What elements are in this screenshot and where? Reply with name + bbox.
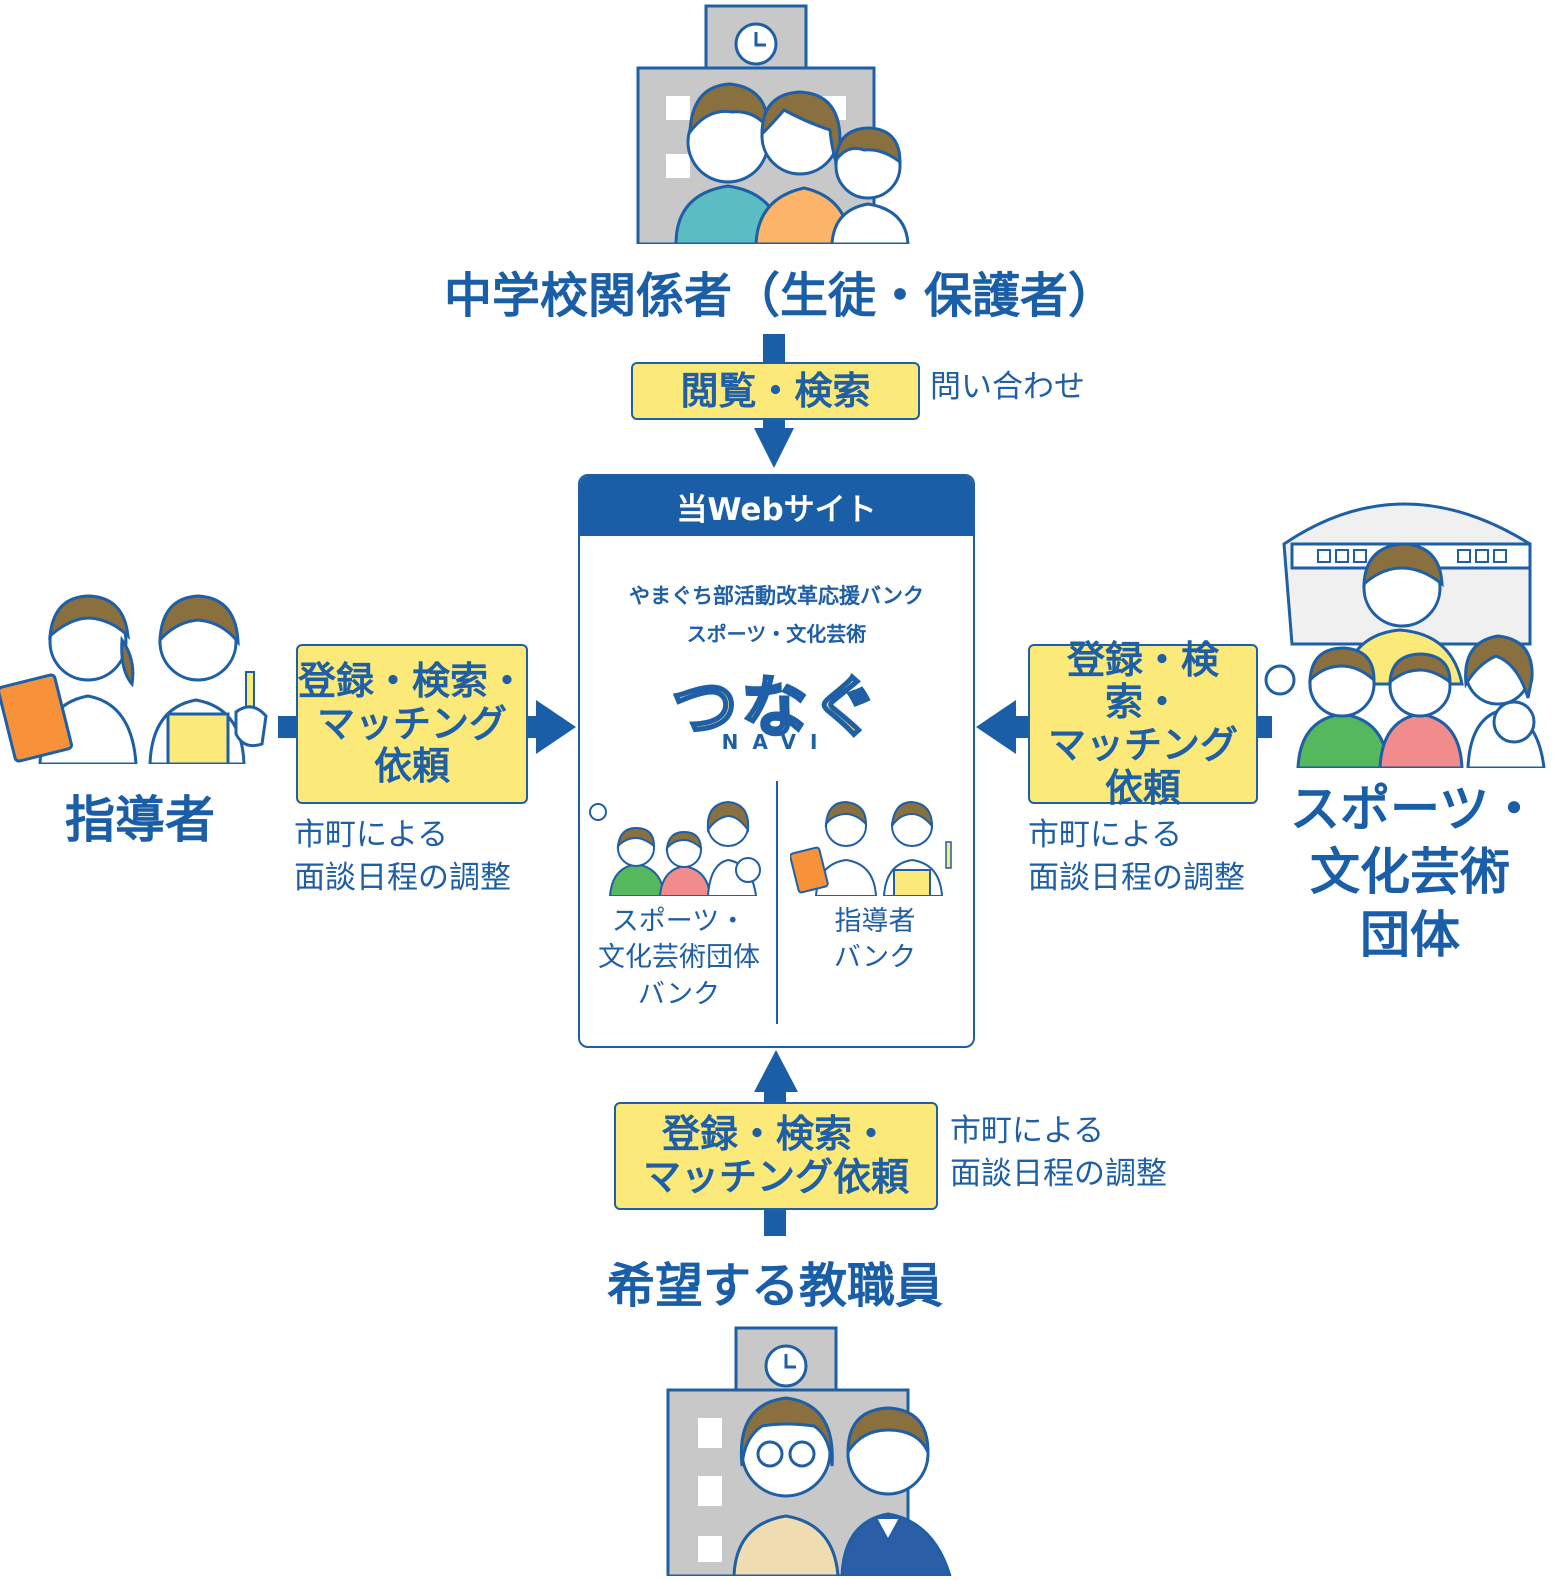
top-note-line: 問い合わせ: [930, 369, 1085, 405]
website-panel: 当Webサイト やまぐち部活動改革応援バンク スポーツ・文化芸術 つなぐ NAV…: [578, 474, 975, 1048]
left-action-box: 登録・検索・ マッチング 依頼: [296, 644, 528, 804]
school-teachers-illustration: [666, 1326, 952, 1576]
logo-line-2: スポーツ・文化芸術: [686, 622, 867, 646]
sports-group-bank-label: スポーツ・ 文化芸術団体 バンク: [584, 904, 774, 1013]
right-role-label: スポーツ・ 文化芸術 団体: [1290, 778, 1539, 967]
bottom-action-box: 登録・検索・ マッチング依頼: [614, 1102, 938, 1210]
sports-group-illustration: [1264, 502, 1546, 768]
instructor-bank-icon: [790, 800, 952, 896]
instructor-bank-label-line: バンク: [833, 942, 917, 974]
bottom-action-box-line: マッチング依頼: [642, 1155, 909, 1199]
left-note-line: 面談日程の調整: [294, 860, 511, 897]
top-action-box: 閲覧・検索: [631, 362, 920, 420]
right-action-box-line: 依頼: [1104, 765, 1181, 810]
sports-group-bank-icon: [589, 800, 761, 896]
right-role-label-line: 団体: [1360, 906, 1460, 964]
left-note-line: 市町による: [294, 817, 449, 853]
left-note: 市町による 面談日程の調整: [294, 814, 511, 901]
logo-sub: NAVI: [721, 730, 832, 754]
website-header: 当Webサイト: [580, 476, 973, 536]
bottom-action-box-line: 登録・検索・: [661, 1112, 890, 1157]
instructor-bank-label-line: 指導者: [834, 906, 916, 937]
right-note: 市町による 面談日程の調整: [1028, 814, 1245, 901]
top-action-box-line: 閲覧・検索: [680, 368, 871, 413]
logo-line-1: やまぐち部活動改革応援バンク: [628, 584, 925, 608]
right-action-box: 登録・検索・ マッチング 依頼: [1028, 639, 1258, 809]
bottom-role-label: 希望する教職員: [606, 1258, 943, 1314]
left-action-box-line: マッチング: [316, 701, 507, 746]
sports-group-bank-label-line: 文化芸術団体: [598, 942, 760, 974]
right-role-label-line: 文化芸術: [1310, 843, 1510, 901]
top-role-label: 中学校関係者（生徒・保護者）: [443, 268, 1116, 324]
left-role-label: 指導者: [65, 791, 215, 849]
instructors-illustration: [0, 594, 268, 764]
left-action-box-line: 依頼: [373, 744, 450, 789]
logo-main: つなぐ: [670, 668, 882, 748]
left-action-box-line: 登録・検索・: [298, 659, 527, 704]
right-note-line: 市町による: [1028, 817, 1183, 853]
right-action-box-line: マッチング: [1047, 723, 1238, 767]
bank-divider: [776, 781, 778, 1024]
sports-group-bank-label-line: スポーツ・: [611, 906, 747, 937]
sports-group-bank-label-line: バンク: [637, 978, 721, 1010]
right-note-line: 面談日程の調整: [1028, 860, 1245, 897]
right-action-box-line: 登録・検索・: [1066, 637, 1219, 725]
school-family-illustration: [636, 4, 910, 244]
right-role-label-line: スポーツ・: [1290, 780, 1539, 838]
bottom-note: 市町による 面談日程の調整: [950, 1110, 1167, 1197]
instructor-bank-label: 指導者 バンク: [780, 904, 970, 977]
bottom-note-line: 市町による: [950, 1113, 1105, 1149]
top-note: 問い合わせ: [930, 366, 1085, 409]
bottom-note-line: 面談日程の調整: [950, 1156, 1167, 1193]
